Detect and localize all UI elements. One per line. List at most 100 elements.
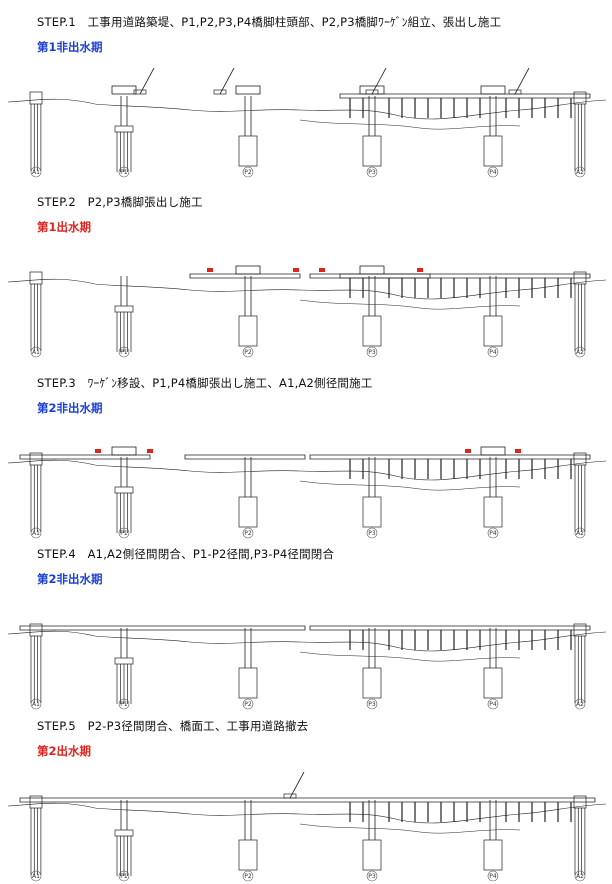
pier-label: A1 xyxy=(32,530,40,537)
pier-marker xyxy=(574,698,586,710)
pier-label: P1 xyxy=(120,530,128,537)
pier-marker xyxy=(366,527,378,539)
pier-marker xyxy=(366,166,378,178)
wagon-marker xyxy=(417,268,423,272)
pier-label: P2 xyxy=(244,873,252,880)
crane-body xyxy=(133,89,147,95)
girder xyxy=(19,454,151,460)
phase-label: 第2出水期 xyxy=(37,744,92,758)
caisson xyxy=(483,135,503,167)
step-title: STEP.4 A1,A2側径間閉合、P1-P2径間,P3-P4径間閉合 xyxy=(37,547,335,561)
girder xyxy=(19,625,306,631)
wagon-marker xyxy=(95,449,101,453)
riverbed-line xyxy=(299,651,521,662)
pier-marker xyxy=(118,166,130,178)
caisson xyxy=(238,667,258,699)
girder xyxy=(309,625,591,631)
ground-line xyxy=(7,98,607,120)
pier-label: P3 xyxy=(368,169,376,176)
pier-label: A1 xyxy=(32,169,40,176)
crane-body xyxy=(283,793,297,799)
abutment xyxy=(573,795,587,809)
pier-marker xyxy=(242,698,254,710)
pier-label: P2 xyxy=(244,349,252,356)
pier-marker xyxy=(118,870,130,882)
pier-marker xyxy=(487,698,499,710)
form-traveler xyxy=(235,265,261,275)
abutment xyxy=(573,91,587,105)
abutment xyxy=(573,271,587,285)
pier-label: A1 xyxy=(32,873,40,880)
pier-marker xyxy=(242,346,254,358)
caisson xyxy=(483,496,503,528)
wagon-marker xyxy=(319,268,325,272)
form-traveler xyxy=(111,85,137,95)
phase-label: 第2非出水期 xyxy=(37,401,103,415)
caisson xyxy=(362,315,382,347)
caisson xyxy=(362,839,382,871)
riverbed-line xyxy=(299,480,521,491)
pier-marker xyxy=(30,870,42,882)
pier-label: P1 xyxy=(120,169,128,176)
caisson xyxy=(362,496,382,528)
phase-label: 第2非出水期 xyxy=(37,572,103,586)
girder xyxy=(189,273,301,279)
pier-marker xyxy=(242,870,254,882)
pier-label: P4 xyxy=(489,169,497,176)
pier-marker xyxy=(487,166,499,178)
abutment xyxy=(29,623,43,637)
pier-marker xyxy=(574,166,586,178)
pier-marker xyxy=(366,870,378,882)
pier-marker xyxy=(487,527,499,539)
caisson xyxy=(238,839,258,871)
pier-marker xyxy=(118,527,130,539)
girder xyxy=(184,454,306,460)
wagon-marker xyxy=(515,449,521,453)
pier-label: A1 xyxy=(32,701,40,708)
riverbed-line xyxy=(299,823,521,834)
pier-marker xyxy=(574,346,586,358)
step-title: STEP.5 P2-P3径間閉合、橋面工、工事用道路撤去 xyxy=(37,719,309,733)
pier-marker xyxy=(242,527,254,539)
wagon-marker xyxy=(147,449,153,453)
abutment xyxy=(29,271,43,285)
pier-label: A1 xyxy=(32,349,40,356)
step-title: STEP.1 工事用道路築堤、P1,P2,P3,P4橋脚柱頭部、P2,P3橋脚ﾜ… xyxy=(37,15,502,29)
pier-label: P2 xyxy=(244,701,252,708)
pier-label: P3 xyxy=(368,349,376,356)
step-title: STEP.3 ﾜｰｹﾞﾝ移設、P1,P4橋脚張出し施工、A1,A2側径間施工 xyxy=(37,376,373,390)
caisson xyxy=(483,315,503,347)
pier-label: P2 xyxy=(244,169,252,176)
crane-body xyxy=(213,89,227,95)
pier-marker xyxy=(487,346,499,358)
pier-label: P1 xyxy=(120,349,128,356)
pier-marker xyxy=(30,166,42,178)
ground-line xyxy=(7,802,607,824)
caisson xyxy=(362,667,382,699)
pier-marker xyxy=(30,527,42,539)
ground-line xyxy=(7,278,607,300)
abutment xyxy=(29,91,43,105)
pier-marker xyxy=(366,346,378,358)
caisson xyxy=(483,839,503,871)
wagon-marker xyxy=(465,449,471,453)
pier-marker xyxy=(118,698,130,710)
abutment xyxy=(573,452,587,466)
pier-marker xyxy=(118,346,130,358)
abutment xyxy=(29,795,43,809)
pier-label: P4 xyxy=(489,349,497,356)
riverbed-line xyxy=(299,119,521,130)
form-traveler xyxy=(111,446,137,456)
form-traveler xyxy=(235,85,261,95)
caisson xyxy=(483,667,503,699)
footing xyxy=(114,657,134,665)
footing xyxy=(114,305,134,313)
pier-label: P2 xyxy=(244,530,252,537)
footing xyxy=(114,829,134,837)
pier-marker xyxy=(574,527,586,539)
ground-line xyxy=(7,459,607,481)
pier-label: P4 xyxy=(489,701,497,708)
